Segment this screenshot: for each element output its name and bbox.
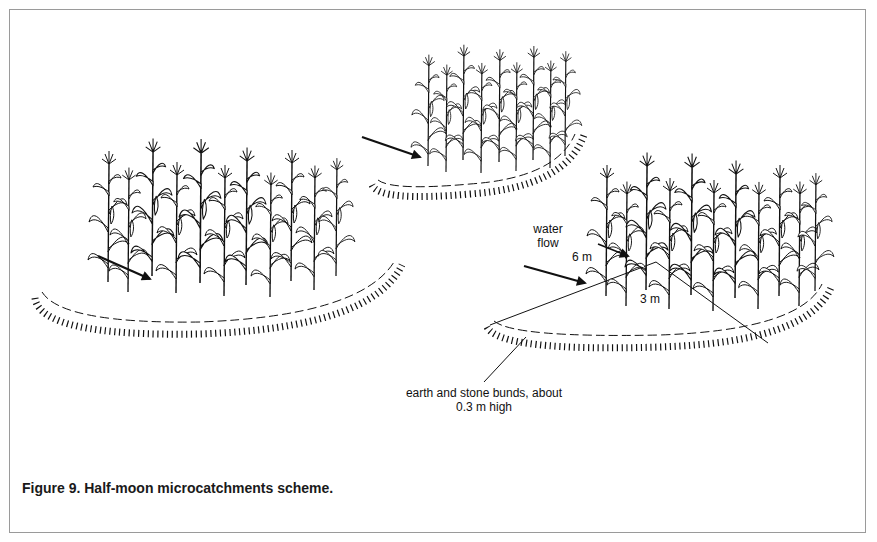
maize-plants	[88, 138, 355, 297]
flow-label: water flow	[524, 222, 572, 250]
dimension-label: 6 m	[570, 250, 594, 264]
earth-stone-bunds	[35, 134, 832, 348]
flow-arrows	[98, 137, 628, 283]
maize-plants	[411, 45, 582, 173]
figure-caption: Figure 9. Half-moon microcatchments sche…	[22, 480, 333, 496]
bund-callout: earth and stone bunds, about 0.3 m high	[402, 386, 566, 414]
figure-frame	[9, 9, 866, 533]
dimension-label: 3 m	[638, 292, 662, 306]
maize-plants	[586, 152, 834, 311]
